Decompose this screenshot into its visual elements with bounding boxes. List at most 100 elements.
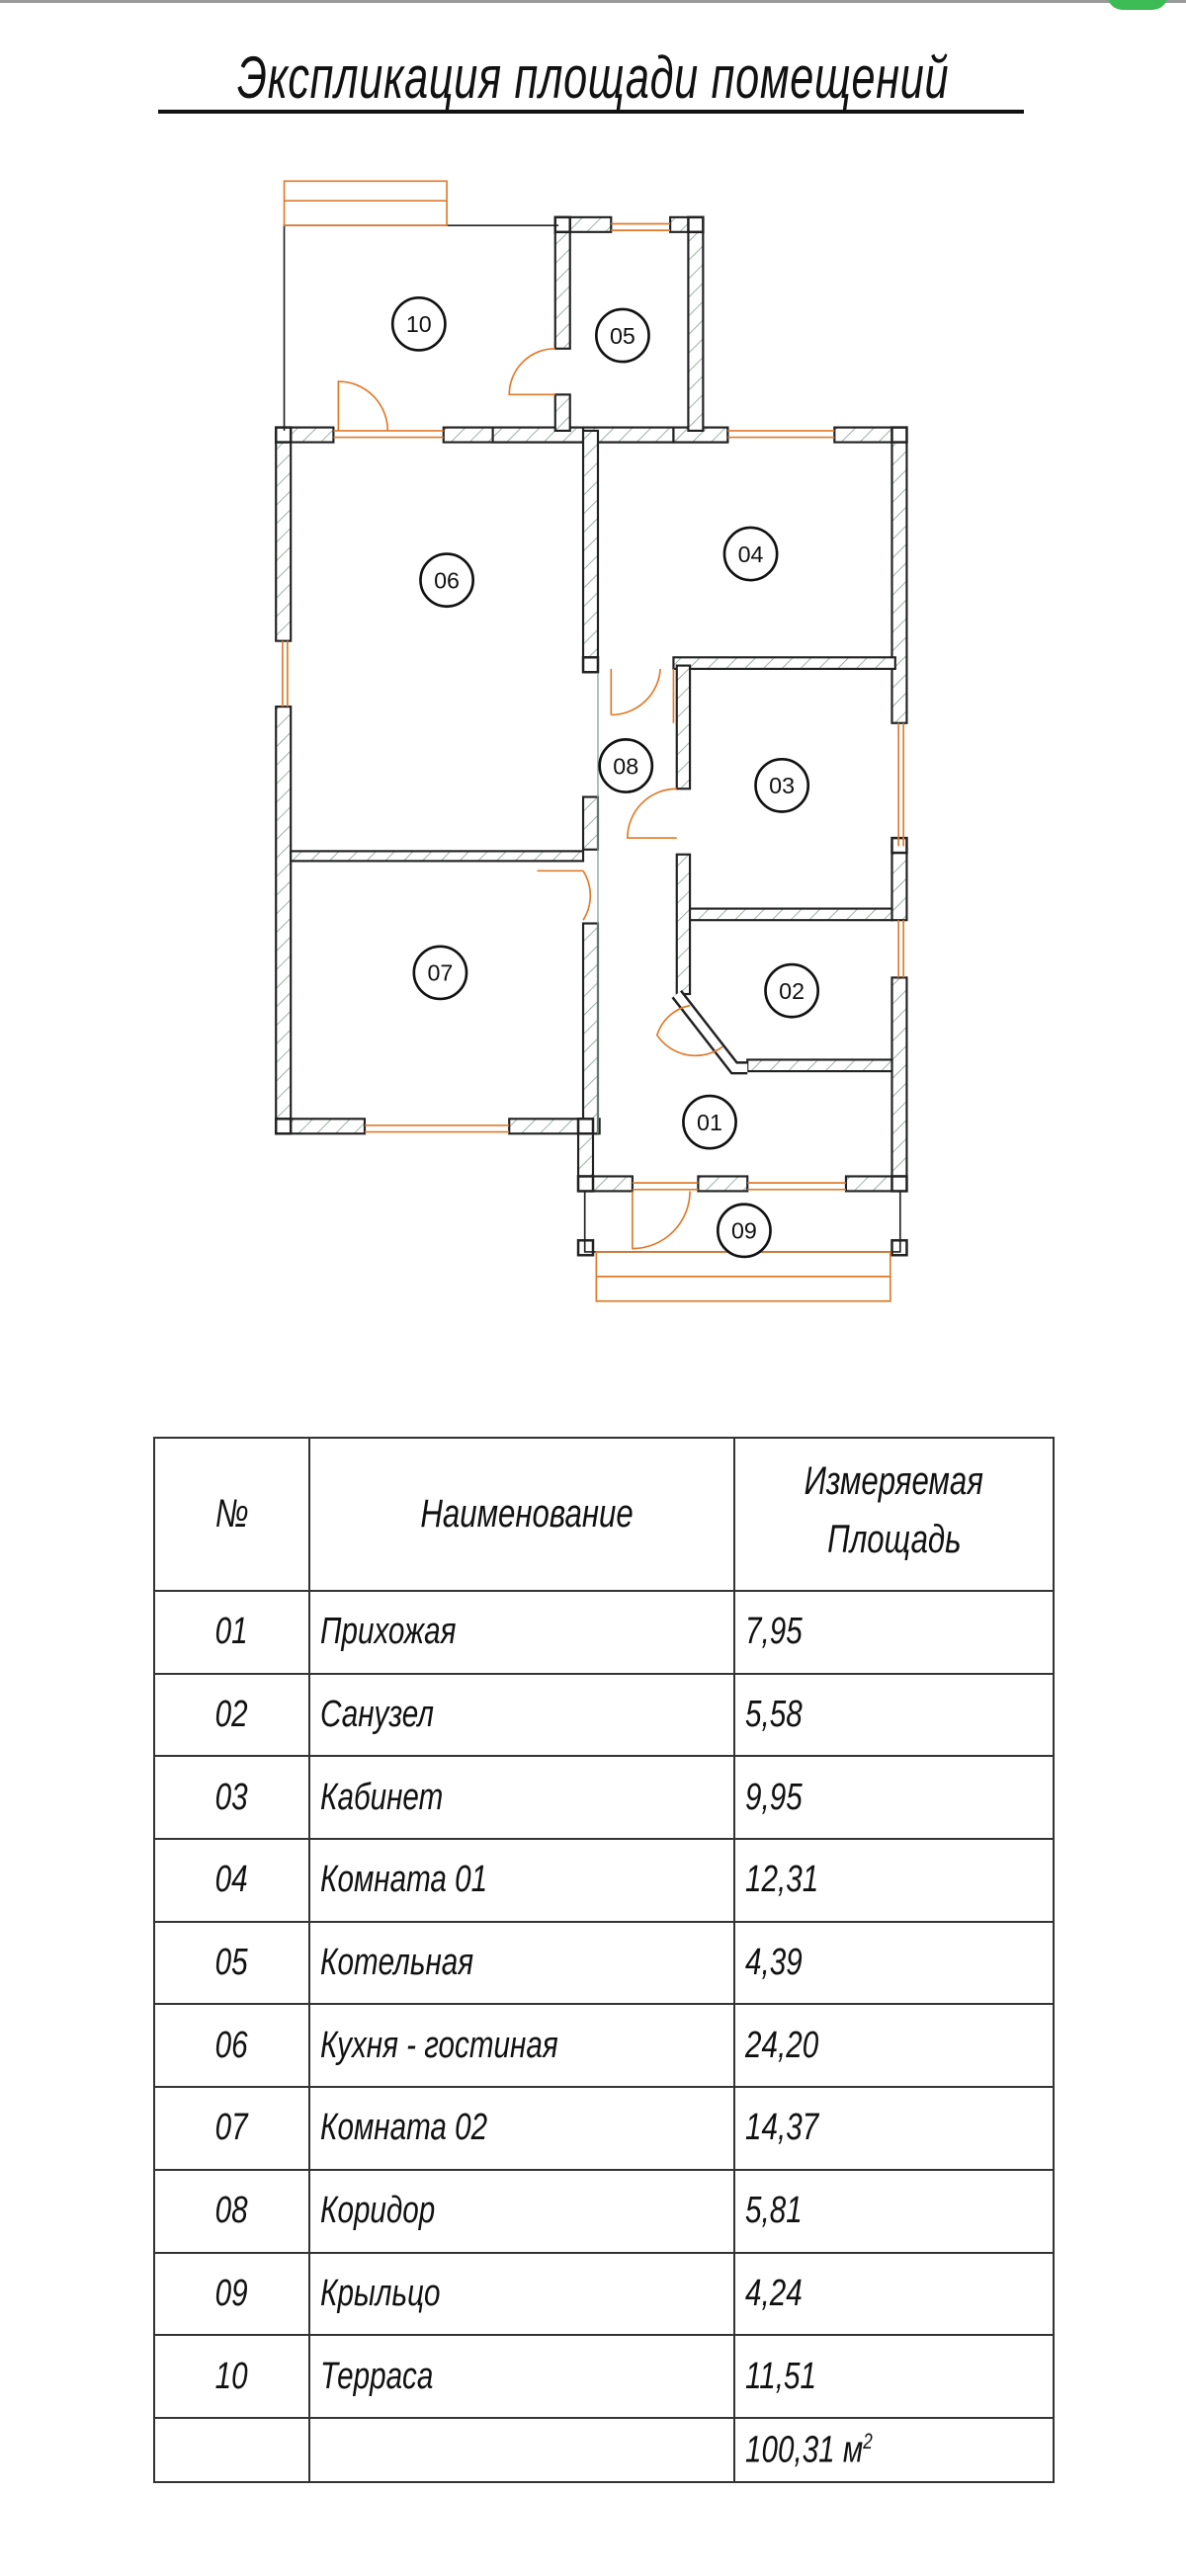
title-underline xyxy=(158,110,1024,114)
wall xyxy=(275,426,293,642)
wall xyxy=(687,215,705,432)
wall xyxy=(581,922,600,1135)
cell-area: 11,51 xyxy=(733,2334,1055,2419)
cell-number: 06 xyxy=(153,2003,310,2089)
cell-number: 10 xyxy=(153,2334,310,2419)
room-area: 12,31 xyxy=(745,1859,819,1901)
cell-area: 9,95 xyxy=(733,1755,1055,1841)
cell-number: 02 xyxy=(153,1672,310,1758)
wall xyxy=(672,656,896,670)
room-name: Комната 02 xyxy=(320,2107,488,2149)
cell-name: Крыльцо xyxy=(308,2251,735,2337)
cell-number: 03 xyxy=(153,1755,310,1841)
room-area: 5,81 xyxy=(745,2190,803,2232)
page-title: Экспликация площади помещений xyxy=(0,43,1186,112)
room-label-circle xyxy=(412,945,468,1001)
room-name: Коридор xyxy=(320,2190,436,2232)
wall xyxy=(553,393,571,432)
room-label-circle xyxy=(722,526,779,582)
wall xyxy=(581,429,600,667)
wall xyxy=(688,907,893,922)
room-label: 07 xyxy=(427,960,453,986)
room-label: 08 xyxy=(613,753,638,779)
room-area: 4,39 xyxy=(745,1942,803,1984)
cell-name: Санузел xyxy=(308,1672,735,1758)
room-number: 02 xyxy=(215,1694,248,1736)
table-row: 03 Кабинет 9,95 xyxy=(153,1755,1055,1841)
room-label-circle xyxy=(716,1203,772,1259)
cell-area: 12,31 xyxy=(733,1838,1055,1923)
room-number: 10 xyxy=(215,2355,248,2397)
room-area: 14,37 xyxy=(745,2107,819,2149)
column xyxy=(576,1118,595,1135)
room-number: 08 xyxy=(215,2190,248,2232)
room-area: 24,20 xyxy=(745,2024,819,2066)
room-number: 06 xyxy=(215,2024,248,2066)
cell-area: 4,24 xyxy=(733,2251,1055,2337)
top-border xyxy=(0,0,1186,3)
room-name: Крыльцо xyxy=(320,2272,441,2314)
room-label-circle xyxy=(754,757,810,813)
room-number: 03 xyxy=(215,1776,248,1818)
header-name: Наименование xyxy=(308,1437,735,1592)
total-area-cell: 100,31 м2 xyxy=(733,2416,1055,2483)
cell-area: 7,95 xyxy=(733,1590,1055,1675)
room-name: Прихожая xyxy=(320,1611,457,1653)
wall xyxy=(491,426,593,444)
table-row: 01 Прихожая 7,95 xyxy=(153,1590,1055,1675)
table-row: 06 Кухня - гостиная 24,20 xyxy=(153,2003,1055,2089)
total-unit-sup: 2 xyxy=(863,2428,873,2453)
room-number: 01 xyxy=(215,1611,248,1653)
cell-number: 07 xyxy=(153,2086,310,2171)
room-name: Кабинет xyxy=(320,1776,444,1818)
header-area-line2: Площадь xyxy=(826,1517,962,1561)
cell-number: 09 xyxy=(153,2251,310,2337)
cell-name: Коридор xyxy=(308,2168,735,2254)
table-row: 08 Коридор 5,81 xyxy=(153,2168,1055,2254)
door-swing xyxy=(627,788,677,839)
room-area: 4,24 xyxy=(745,2272,803,2314)
wall xyxy=(697,1175,749,1193)
table-row: 02 Санузел 5,58 xyxy=(153,1672,1055,1758)
door-swing xyxy=(610,668,675,723)
wall xyxy=(553,215,571,350)
room-label: 06 xyxy=(434,567,460,593)
wall xyxy=(890,976,908,1193)
door-swing xyxy=(508,347,555,396)
room-label: 01 xyxy=(697,1110,722,1135)
room-name: Кухня - гостиная xyxy=(320,2024,558,2066)
title-text: Экспликация площади помещений xyxy=(236,44,950,111)
room-label: 09 xyxy=(731,1218,757,1244)
cell-area: 4,39 xyxy=(733,1920,1055,2006)
cell-area: 5,58 xyxy=(733,1672,1055,1758)
door-swing xyxy=(655,1004,723,1057)
cell-number: 01 xyxy=(153,1590,310,1675)
room-label-circle xyxy=(598,738,654,793)
cell-name: Комната 01 xyxy=(308,1838,735,1923)
column xyxy=(576,1175,595,1193)
wall xyxy=(675,853,692,996)
room-label: 03 xyxy=(769,773,795,798)
room-area: 9,95 xyxy=(745,1776,803,1818)
room-label-circle xyxy=(390,295,447,352)
cell-name: Терраса xyxy=(308,2334,735,2419)
table-row: 05 Котельная 4,39 xyxy=(153,1920,1055,2006)
room-name: Котельная xyxy=(320,1942,474,1984)
column xyxy=(890,426,908,444)
room-label-circle xyxy=(764,962,820,1019)
cell-name: Комната 02 xyxy=(308,2086,735,2171)
wall xyxy=(275,706,293,1135)
total-area: 100,31 м xyxy=(745,2429,864,2471)
header-area-line1: Измеряемая xyxy=(804,1458,984,1503)
room-name: Санузел xyxy=(320,1694,435,1736)
room-number: 05 xyxy=(215,1942,248,1984)
wall xyxy=(581,795,600,851)
openings xyxy=(282,180,904,1302)
room-name: Терраса xyxy=(320,2355,434,2397)
wall xyxy=(890,845,908,922)
